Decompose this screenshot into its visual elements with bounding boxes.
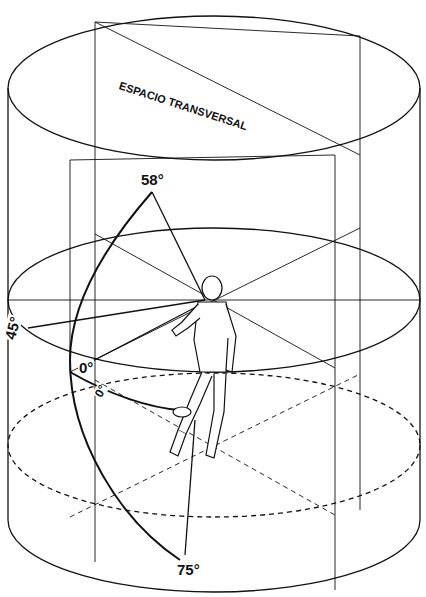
angle-label: 0° (78, 360, 94, 375)
angle-label: 58° (140, 172, 165, 187)
plane-title: ESPACIO TRANSVERSAL (117, 80, 250, 133)
angle-label: 75° (176, 562, 201, 577)
angle-label: 45° (2, 314, 23, 342)
